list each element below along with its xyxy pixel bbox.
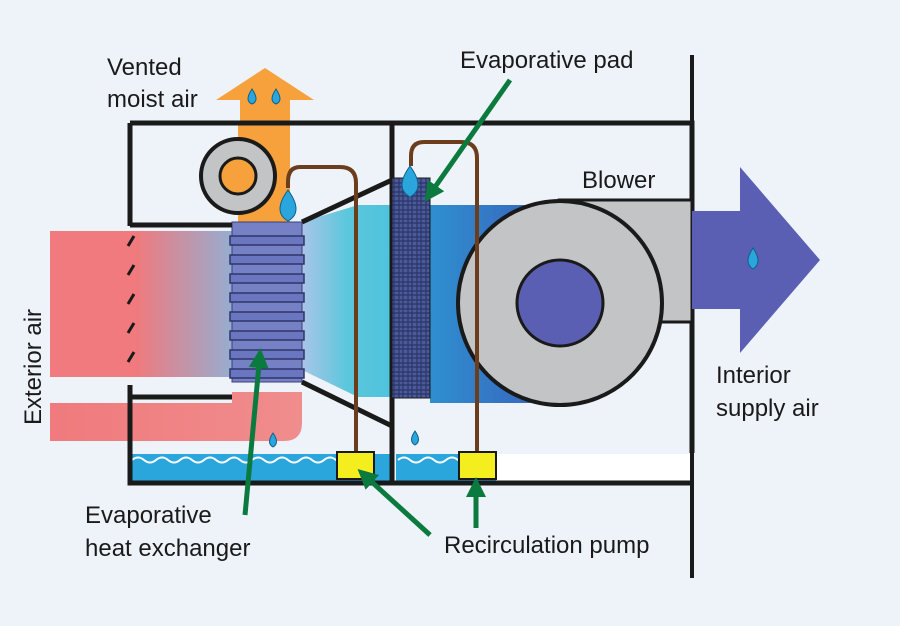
exhaust-fan-hub bbox=[218, 156, 258, 196]
vented-moist-air-label-line2: moist air bbox=[107, 86, 198, 113]
droplet-icon bbox=[411, 430, 419, 446]
cooled-air-stream bbox=[302, 205, 392, 397]
vented-moist-air-label-line1: Vented bbox=[107, 54, 182, 81]
water-droplets bbox=[247, 88, 759, 448]
callout-arrows bbox=[242, 78, 513, 537]
vented-air-arrow bbox=[216, 68, 314, 123]
blower-label: Blower bbox=[582, 167, 655, 194]
evaporative-heat-exchanger-label-line2: heat exchanger bbox=[85, 535, 250, 562]
evaporative-pad-label: Evaporative pad bbox=[460, 47, 633, 74]
left-pump-callout bbox=[357, 468, 432, 537]
interior-supply-air-label-line1: Interior bbox=[716, 362, 791, 389]
blower-wheel bbox=[515, 258, 605, 348]
evaporative-pad bbox=[391, 177, 431, 399]
exterior-louvers bbox=[126, 235, 136, 363]
recirculation-pump-label: Recirculation pump bbox=[444, 532, 649, 559]
evaporative-pad-callout bbox=[424, 78, 513, 202]
interior-supply-air-label-line2: supply air bbox=[716, 395, 819, 422]
exterior-air-lower-stream bbox=[50, 392, 302, 441]
exterior-air-label: Exterior air bbox=[20, 309, 47, 425]
evaporative-heat-exchanger-label-line1: Evaporative bbox=[85, 502, 212, 529]
exterior-air-upper-stream bbox=[50, 231, 240, 377]
droplet-icon bbox=[247, 88, 257, 105]
recirculation-pump-right bbox=[458, 451, 497, 480]
reservoir-dry-section bbox=[496, 454, 692, 481]
droplet-icon bbox=[271, 88, 281, 105]
recirculation-pump-left bbox=[336, 451, 375, 480]
droplet-icon bbox=[401, 165, 419, 198]
water-pipes bbox=[286, 140, 479, 458]
droplet-icon bbox=[747, 247, 759, 270]
droplet-icon bbox=[279, 189, 297, 222]
droplet-icon bbox=[269, 432, 277, 448]
heat-exchanger-callout bbox=[242, 348, 269, 516]
heat-exchanger-fins bbox=[229, 235, 305, 379]
